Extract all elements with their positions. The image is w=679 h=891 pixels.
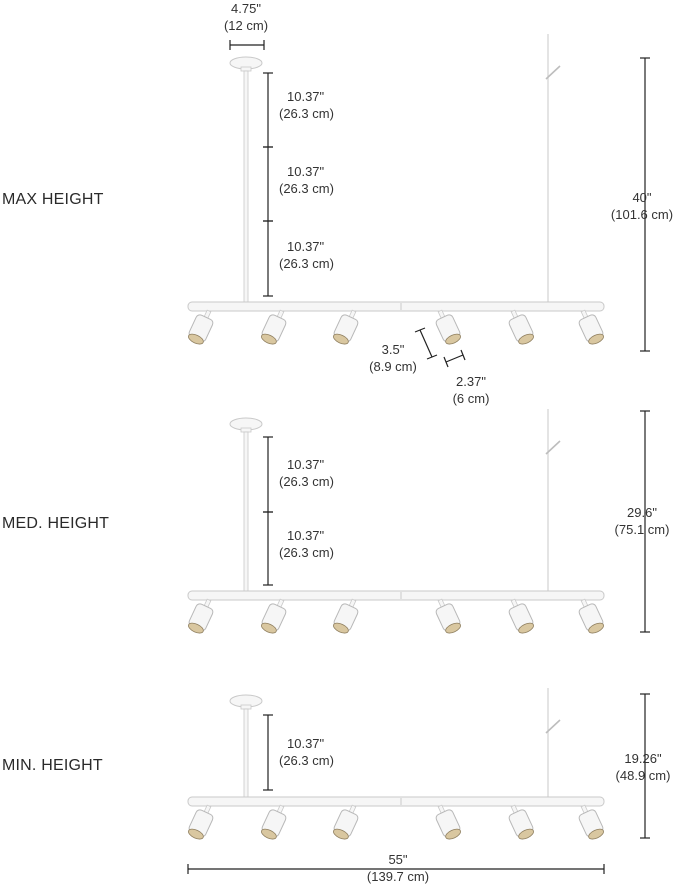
head-length-line-cap [414,327,426,333]
track-bar [187,796,605,807]
head-lens [333,622,349,634]
spot-head [261,804,287,840]
segment-cm: (26.3 cm) [279,474,334,489]
head-lens [333,333,349,345]
head-length-inches: 3.5" [381,342,405,357]
wire-gripper [545,719,561,734]
canopy-width-cm: (12 cm) [223,18,269,33]
spot-head [333,804,359,840]
overall-cm: (101.6 cm) [610,207,674,222]
fixture-drawings [187,34,605,840]
head-lens [445,333,461,345]
segment-inches: 10.37" [287,457,325,472]
med-overall-label: 29.6" (75.1 cm) [606,504,678,538]
max-segment-3-label: 10.37" (26.3 cm) [279,238,334,272]
segment-cm: (26.3 cm) [279,106,334,121]
canopy-collar [240,66,252,72]
head-diameter-line-cap [443,356,449,368]
section-label-med-height: MED. HEIGHT [2,515,110,532]
head-length-line-cap [426,354,438,360]
bar-length-inches: 55" [388,852,408,867]
head-diameter-line [445,354,464,363]
head-diameter-cm: (6 cm) [452,391,490,406]
overall-cm: (48.9 cm) [615,768,671,783]
canopy-collar [240,704,252,710]
segment-inches: 10.37" [287,164,325,179]
bar-length-cm: (139.7 cm) [366,869,430,884]
head-lens [445,828,461,840]
max-overall-label: 40" (101.6 cm) [604,189,679,223]
med-segment-2-label: 10.37" (26.3 cm) [279,527,334,561]
spot-head [578,804,604,840]
head-length-cm: (8.9 cm) [369,359,417,374]
spot-head [333,309,359,345]
head-diameter-line-cap [460,349,466,361]
head-lens [588,622,604,634]
head-lens [188,622,204,634]
overall-cm: (75.1 cm) [614,522,670,537]
segment-inches: 10.37" [287,736,325,751]
head-lens [588,828,604,840]
spot-head [435,804,461,840]
segment-inches: 10.37" [287,89,325,104]
segment-cm: (26.3 cm) [279,181,334,196]
head-lens [188,828,204,840]
segment-cm: (26.3 cm) [279,545,334,560]
dimension-lines [187,40,650,874]
wire-gripper [545,65,561,80]
stem-rod [243,431,249,592]
stem-rod [243,708,249,798]
spot-head [188,804,214,840]
head-diameter-label: 2.37" (6 cm) [441,373,501,407]
stem-rod [243,70,249,303]
max-segment-2-label: 10.37" (26.3 cm) [279,163,334,197]
canopy-width-label: 4.75" (12 cm) [218,0,274,34]
overall-inches: 19.26" [624,751,662,766]
spot-head [188,598,214,634]
spot-head [508,309,534,345]
canopy-collar [240,427,252,433]
head-lens [445,622,461,634]
overall-inches: 40" [632,190,652,205]
head-lens [261,828,277,840]
segment-inches: 10.37" [287,528,325,543]
overall-inches: 29.6" [627,505,657,520]
head-length-label: 3.5" (8.9 cm) [362,341,424,375]
segment-cm: (26.3 cm) [279,256,334,271]
head-lens [261,622,277,634]
spot-head [435,598,461,634]
section-label-min-height: MIN. HEIGHT [2,757,103,774]
bar-length-label: 55" (139.7 cm) [358,851,438,885]
head-lens [518,828,534,840]
spot-head [188,309,214,345]
section-label-max-height: MAX HEIGHT [2,191,104,208]
spot-head [435,309,461,345]
head-length-line [419,329,433,358]
canopy-width-inches: 4.75" [231,1,261,16]
head-diameter-inches: 2.37" [456,374,486,389]
head-lens [188,333,204,345]
wire-gripper [545,440,561,455]
spot-head [578,309,604,345]
spot-head [333,598,359,634]
spot-head [261,309,287,345]
segment-cm: (26.3 cm) [279,753,334,768]
min-segment-1-label: 10.37" (26.3 cm) [279,735,334,769]
med-segment-1-label: 10.37" (26.3 cm) [279,456,334,490]
max-segment-1-label: 10.37" (26.3 cm) [279,88,334,122]
head-lens [518,333,534,345]
min-overall-label: 19.26" (48.9 cm) [609,750,677,784]
spot-head [508,598,534,634]
segment-inches: 10.37" [287,239,325,254]
spot-head [578,598,604,634]
track-bar [187,301,605,312]
head-lens [261,333,277,345]
track-bar [187,590,605,601]
head-lens [333,828,349,840]
spot-head [508,804,534,840]
spot-head [261,598,287,634]
head-lens [518,622,534,634]
head-lens [588,333,604,345]
